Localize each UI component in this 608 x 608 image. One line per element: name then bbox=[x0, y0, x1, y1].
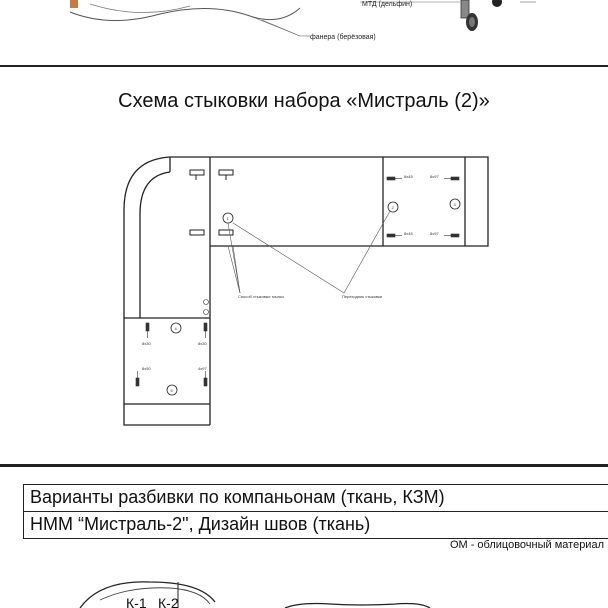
tag-4x97: 4х97 bbox=[198, 366, 207, 371]
sofa-outline bbox=[123, 156, 489, 426]
orange-marker bbox=[70, 0, 78, 8]
callout-3: 3 bbox=[454, 202, 457, 207]
top-fragment: фанера (берёзовая) МТД (дельфин) bbox=[69, 0, 536, 41]
tag-8x97-a: 8х97 bbox=[430, 174, 439, 179]
mtd-label: МТД (дельфин) bbox=[362, 1, 412, 8]
bolt-icons-right bbox=[386, 176, 460, 238]
tag-8x45-a: 8х45 bbox=[404, 174, 413, 179]
caster-icon bbox=[460, 0, 478, 31]
callout-circles bbox=[166, 198, 461, 396]
tag-8x30-b: 8х30 bbox=[198, 341, 207, 346]
foot-icon bbox=[492, 0, 502, 7]
leader-lines bbox=[227, 210, 391, 294]
assembly-diagram: фанера (берёзовая) МТД (дельфин) bbox=[0, 0, 608, 426]
callout-1: 1 bbox=[227, 216, 230, 221]
diagram-heading: Схема стыковки набора «Мистраль (2)» bbox=[118, 90, 490, 112]
table-row-1-text: Варианты разбивки по компаньонам (ткань,… bbox=[30, 487, 445, 507]
tag-8x30-a: 8х30 bbox=[142, 341, 151, 346]
section-divider bbox=[0, 464, 608, 467]
label-k1: К-1 bbox=[126, 595, 147, 608]
tag-8x50: 8х50 bbox=[142, 366, 151, 371]
leader-label-joining: Способ стыковки: мыльч bbox=[238, 294, 284, 299]
bolt-icons-lower bbox=[135, 299, 209, 387]
table-row-2-text: НММ “Мистраль-2", Дизайн швов (ткань) bbox=[30, 514, 371, 534]
corner-brackets bbox=[189, 169, 234, 236]
callout-5: 5 bbox=[171, 388, 174, 393]
table-row-2: НММ “Мистраль-2", Дизайн швов (ткань) bbox=[23, 511, 608, 539]
table-row-1: Варианты разбивки по компаньонам (ткань,… bbox=[23, 484, 608, 512]
callout-2: 2 bbox=[392, 205, 395, 210]
bottom-fragment: К-1 К-2 bbox=[79, 581, 431, 608]
om-note: ОМ - облицовочный материал bbox=[449, 539, 604, 551]
leader-label-adapter: Переходник стыковки bbox=[342, 294, 382, 299]
plywood-label: фанера (берёзовая) bbox=[310, 33, 376, 41]
label-k2: К-2 bbox=[158, 595, 179, 608]
tag-8x97-b: 8х97 bbox=[430, 231, 439, 236]
callout-4: 4 bbox=[175, 326, 178, 331]
tag-8x45-b: 8х45 bbox=[404, 231, 413, 236]
